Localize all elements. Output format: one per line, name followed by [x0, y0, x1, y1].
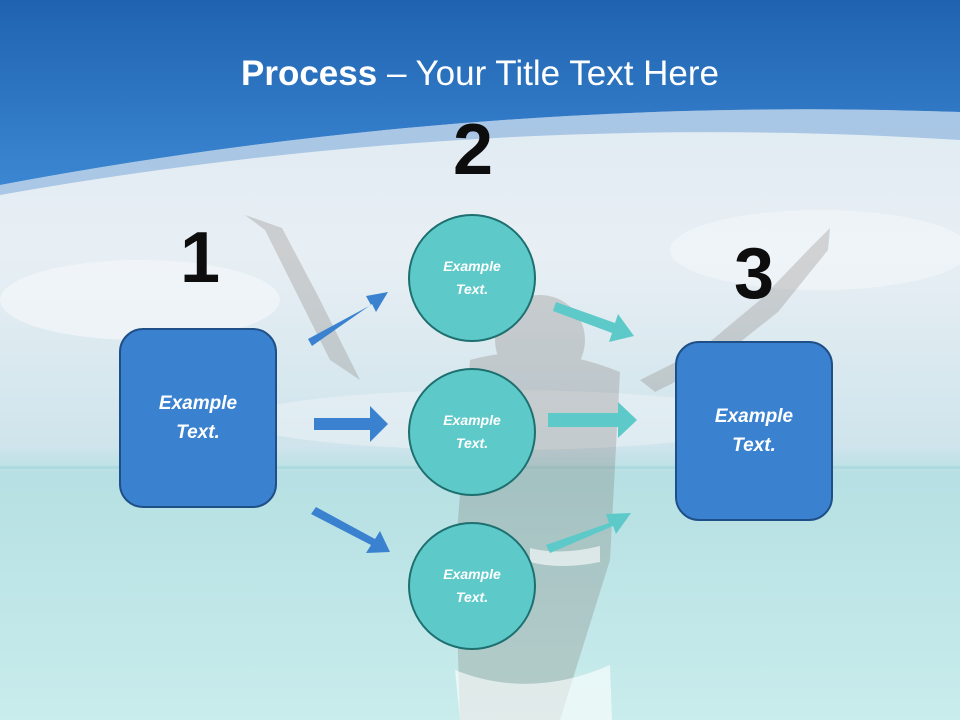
arrow-right-icon [314, 406, 388, 442]
step-number-1: 1 [179, 218, 221, 298]
step-1-box-label: Example Text. [158, 393, 238, 443]
title-bold: Process [241, 54, 378, 93]
step-2-circle-bottom-label: Example Text. [443, 566, 501, 605]
arrow-teal-down-right-icon [553, 302, 634, 342]
step-2-circle-top: Example Text. [408, 214, 536, 342]
step-3-box: Example Text. [675, 341, 833, 521]
step-number-2: 2 [452, 110, 494, 190]
arrow-down-right-icon [311, 507, 390, 553]
step-2-circle-top-label: Example Text. [443, 258, 501, 297]
step-3-box-label: Example Text. [714, 406, 794, 456]
header-swoosh [0, 109, 960, 195]
step-1-box: Example Text. [119, 328, 277, 508]
slide-title: Process – Your Title Text Here [0, 52, 960, 96]
step-2-circle-bottom: Example Text. [408, 522, 536, 650]
arrow-teal-up-right-icon [546, 513, 631, 553]
step-2-circle-middle: Example Text. [408, 368, 536, 496]
header-band [0, 0, 960, 185]
step-2-circle-middle-label: Example Text. [443, 412, 501, 451]
step-number-3: 3 [733, 234, 775, 314]
arrow-up-right-icon [308, 292, 388, 346]
title-rest: – Your Title Text Here [377, 54, 719, 93]
arrow-teal-right-icon [548, 402, 637, 438]
